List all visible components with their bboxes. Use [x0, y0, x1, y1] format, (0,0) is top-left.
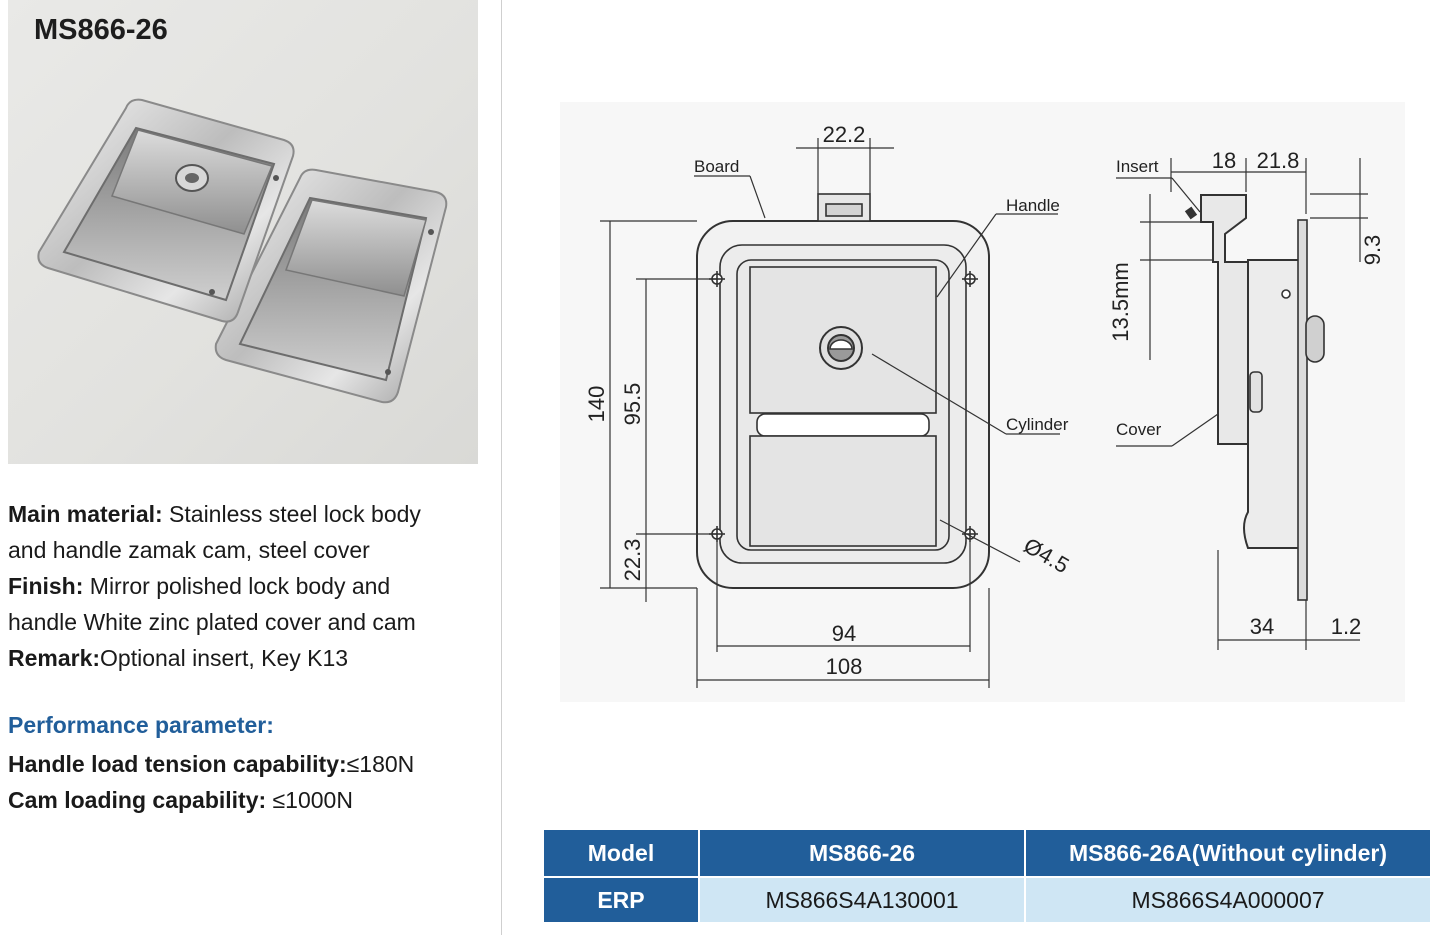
material-label: Main material:: [8, 501, 163, 527]
remark-line: Remark:Optional insert, Key K13: [8, 640, 488, 676]
vertical-divider: [501, 0, 502, 935]
handle-lower: [749, 435, 937, 547]
spec-list: Main material: Stainless steel lock body…: [8, 496, 488, 676]
latch-photo-illustration: [37, 98, 448, 404]
header-ms866-26: MS866-26: [698, 828, 1026, 878]
handle-tension-value: ≤180N: [346, 751, 415, 777]
dim-top-width: 22.2: [823, 122, 866, 147]
product-title: MS866-26: [34, 14, 168, 46]
latch-left: [37, 98, 295, 323]
dim-insert-width: 18: [1212, 148, 1236, 173]
dim-flange: 1.2: [1331, 614, 1362, 639]
dim-hole-offset: 22.3: [620, 539, 645, 582]
material-line: Main material: Stainless steel lock body: [8, 496, 488, 532]
latch-right: [214, 168, 448, 404]
dim-height-holes: 95.5: [620, 383, 645, 426]
dim-side-right: 9.3: [1360, 235, 1385, 266]
handle-grip: [756, 413, 930, 437]
finish-value: Mirror polished lock body and: [83, 573, 391, 599]
label-cover: Cover: [1116, 420, 1162, 439]
label-cylinder: Cylinder: [1006, 415, 1069, 434]
header-ms866-26a: MS866-26A(Without cylinder): [1024, 828, 1432, 878]
row-label-erp: ERP: [542, 876, 700, 924]
table-row: ERP MS866S4A130001 MS866S4A000007: [542, 876, 1432, 924]
product-info-panel: MS866-26 Main material: Stainless steel …: [0, 0, 500, 935]
dim-outer-width: 108: [826, 654, 863, 679]
finish-label: Finish:: [8, 573, 84, 599]
dim-inner-width: 94: [832, 621, 856, 646]
performance-list: Handle load tension capability:≤180N Cam…: [8, 746, 414, 818]
performance-heading: Performance parameter:: [8, 712, 274, 738]
handle-tension-line: Handle load tension capability:≤180N: [8, 746, 414, 782]
dim-side-height: 13.5mm: [1108, 262, 1133, 341]
cam-loading-value: ≤1000N: [266, 787, 353, 813]
technical-drawing: Board Handle Cylinder Insert Cover 22.2 …: [560, 102, 1405, 702]
side-view: [1184, 194, 1325, 601]
material-line-2: and handle zamak cam, steel cover: [8, 537, 370, 563]
dim-height-total: 140: [584, 386, 609, 423]
dim-side-depth: 34: [1250, 614, 1274, 639]
handle-tension-label: Handle load tension capability:: [8, 751, 347, 777]
dim-hole-diameter: Ø4.5: [1020, 533, 1074, 579]
label-board: Board: [694, 157, 739, 176]
product-photo: [8, 0, 478, 464]
model-erp-table: Model MS866-26 MS866-26A(Without cylinde…: [542, 828, 1432, 924]
erp-ms866-26a: MS866S4A000007: [1024, 876, 1432, 924]
remark-value: Optional insert, Key K13: [100, 645, 349, 671]
cam-loading-line: Cam loading capability: ≤1000N: [8, 782, 414, 818]
cam-loading-label: Cam loading capability:: [8, 787, 267, 813]
remark-label: Remark:: [8, 645, 101, 671]
finish-line-2: handle White zinc plated cover and cam: [8, 609, 416, 635]
technical-drawing-svg: Board Handle Cylinder Insert Cover 22.2 …: [584, 122, 1385, 688]
front-dimension-lines: [600, 138, 1060, 688]
side-dimension-lines: [1116, 158, 1368, 650]
table-header-row: Model MS866-26 MS866-26A(Without cylinde…: [542, 828, 1432, 878]
label-insert: Insert: [1116, 157, 1159, 176]
header-model: Model: [542, 828, 700, 878]
dim-side-top: 21.8: [1257, 148, 1300, 173]
label-handle: Handle: [1006, 196, 1060, 215]
material-value: Stainless steel lock body: [162, 501, 421, 527]
finish-line: Finish: Mirror polished lock body and: [8, 568, 488, 604]
erp-ms866-26: MS866S4A130001: [698, 876, 1026, 924]
